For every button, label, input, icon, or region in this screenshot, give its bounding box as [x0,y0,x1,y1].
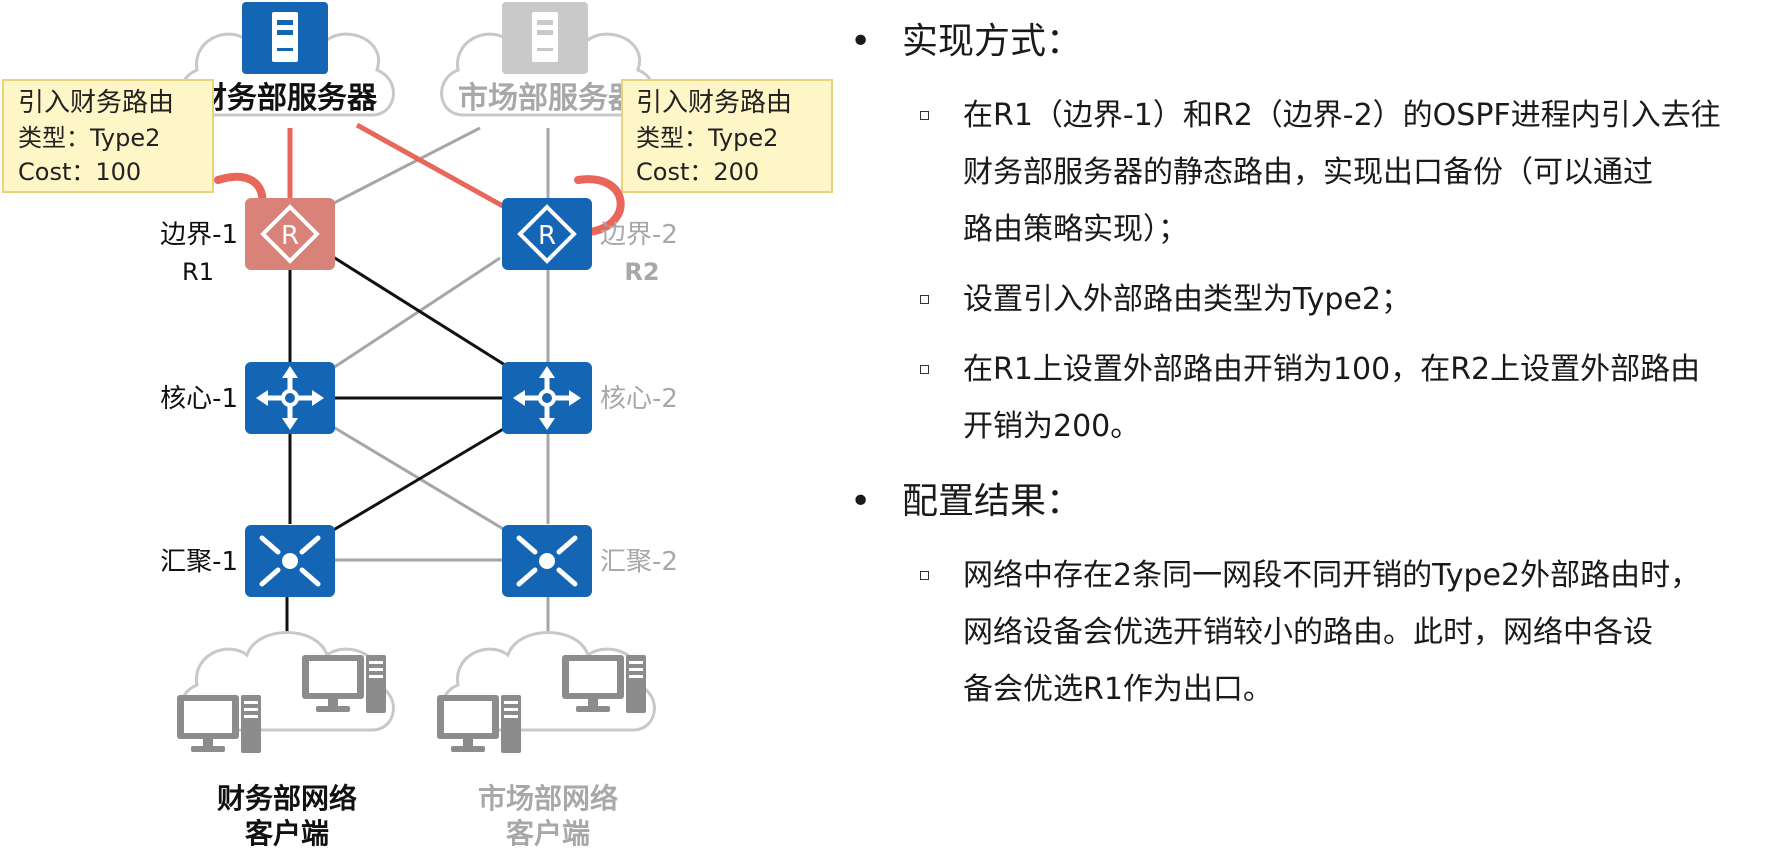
finance-server-label: 财务部服务器 [197,81,378,116]
border2-sub-label: R2 [624,258,659,286]
market-pc-icon-front [437,695,521,753]
core1-switch-icon [245,362,335,434]
bullet-result-title: 配置结果： [902,481,1083,522]
market-clients-label-line2: 客户端 [506,817,590,850]
link-market-server-border1 [329,126,481,207]
callout-border2: 引入财务路由 类型：Type2 Cost：200 [621,79,833,193]
finance-clients-label-line2: 客户端 [245,817,329,850]
sub-item-3: 在R1上设置外部路由开销为100，在R2上设置外部路由 开销为200。 [920,341,1760,455]
sub-item-2-line1: 设置引入外部路由类型为Type2； [963,282,1411,317]
border2-router-icon: R [502,198,592,270]
core2-switch-icon [502,362,592,434]
link-border1-core2 [329,253,506,367]
finance-server-icon [242,2,328,74]
link-border2-core1 [329,256,501,372]
callout-border1-line2: 类型：Type2 [18,124,160,152]
callout-border1-line3: Cost：100 [18,158,141,186]
square-bullet [920,111,929,120]
agg1-switch-icon [245,525,335,597]
border2-router-glyph: R [538,221,556,251]
sub-item-1: 在R1（边界-1）和R2（边界-2）的OSPF进程内引入去往 财务部服务器的静态… [920,87,1760,258]
sub-item-3-line2: 开销为200。 [963,409,1141,444]
square-bullet [920,295,929,304]
link-core2-agg1 [329,426,506,534]
sub-item-1-line1: 在R1（边界-1）和R2（边界-2）的OSPF进程内引入去往 [963,98,1721,133]
sub-item-3-line1: 在R1上设置外部路由开销为100，在R2上设置外部路由 [963,352,1701,387]
finance-pc-icon-front [177,695,261,753]
agg2-name-label: 汇聚-2 [600,547,678,577]
agg2-switch-icon [502,525,592,597]
border2-name-label: 边界-2 [600,220,678,250]
link-core1-agg2 [329,423,506,532]
sub-item-1-line2: 财务部服务器的静态路由，实现出口备份（可以通过 [963,155,1653,190]
core1-name-label: 核心-1 [160,384,238,414]
callout-border1: 引入财务路由 类型：Type2 Cost：100 [2,79,214,193]
border1-router-icon: R [245,198,335,270]
square-bullet [920,365,929,374]
network-topology-diagram: 财务部服务器 市场部服务器 引入财务路由 类型：Type2 Cost：100 引… [2,2,833,850]
link-finance-server-border2 [355,122,512,213]
callout-border2-line1: 引入财务路由 [636,88,792,118]
border1-name-label: 边界-1 [160,220,238,250]
sub-item-4-line2: 网络设备会优选开销较小的路由。此时，网络中各设 [963,615,1653,650]
bullet-dot: • [850,481,872,522]
market-server-icon [502,2,588,74]
bullet-implementation-title: 实现方式： [902,21,1083,62]
sub-item-2: 设置引入外部路由类型为Type2； [920,271,1760,328]
finance-clients-label-line1: 财务部网络 [217,782,357,815]
bullet-dot: • [850,21,872,62]
border1-router-glyph: R [281,221,299,251]
market-clients-label-line1: 市场部网络 [478,782,618,815]
sub-item-4: 网络中存在2条同一网段不同开销的Type2外部路由时， 网络设备会优选开销较小的… [920,547,1760,718]
agg1-name-label: 汇聚-1 [160,547,238,577]
market-server-label: 市场部服务器 [458,81,639,116]
callout-border1-line1: 引入财务路由 [18,88,174,118]
callout-border2-line3: Cost：200 [636,158,759,186]
sub-item-4-line3: 备会优选R1作为出口。 [963,672,1273,707]
core2-name-label: 核心-2 [600,384,678,414]
callout-border2-line2: 类型：Type2 [636,124,778,152]
square-bullet [920,571,929,580]
border1-sub-label: R1 [182,258,214,286]
sub-item-1-line3: 路由策略实现）； [963,212,1188,247]
sub-item-4-line1: 网络中存在2条同一网段不同开销的Type2外部路由时， [963,558,1701,593]
